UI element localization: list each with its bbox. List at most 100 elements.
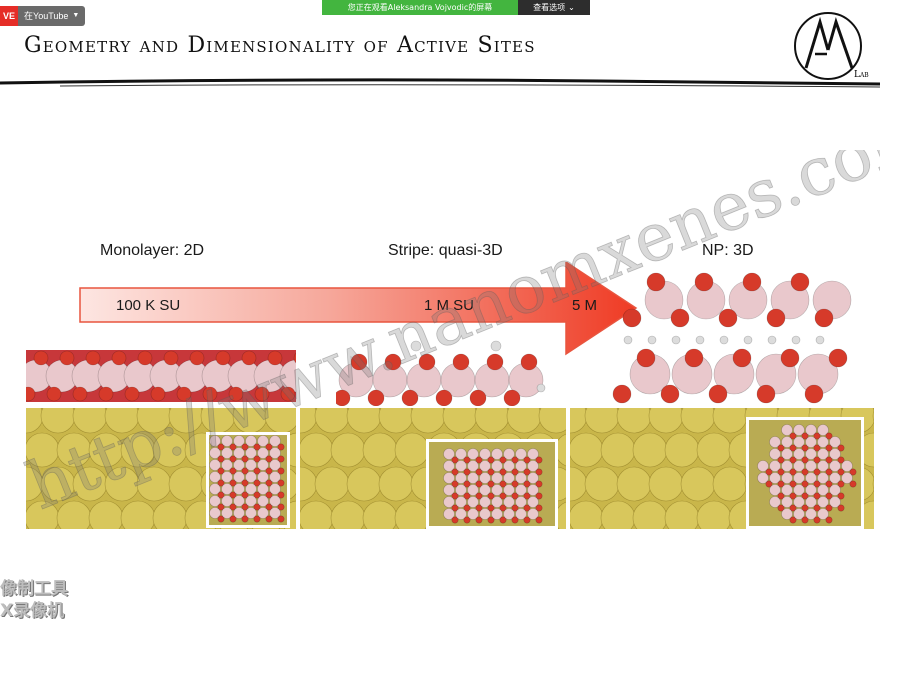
atom (245, 459, 257, 471)
view-options-button[interactable]: 查看选项 ⌄ (518, 0, 590, 15)
slide-title: Geometry and Dimensionality of Active Si… (24, 33, 536, 58)
atom (813, 480, 821, 488)
atom (793, 460, 805, 472)
atom (217, 467, 225, 475)
atom (829, 460, 841, 472)
atom (253, 515, 261, 523)
atom (463, 480, 471, 488)
watch-on-youtube-button[interactable]: 在YouTube ▼ (18, 6, 86, 26)
atom (769, 436, 781, 448)
screen-share-bar: 您正在观看Aleksandra Vojvodic的屏幕 查看选项 ⌄ (322, 0, 590, 15)
atom (648, 466, 684, 502)
stripe-substrate-panel (300, 408, 566, 529)
atom (743, 335, 753, 345)
atom (217, 491, 225, 499)
atom (475, 492, 483, 500)
atom (269, 507, 281, 519)
atom (40, 466, 76, 502)
monolayer-top-view-inset (206, 432, 290, 528)
atom (789, 444, 797, 452)
atom (229, 491, 237, 499)
atom (813, 468, 821, 476)
atom (523, 456, 531, 464)
atom (648, 408, 684, 434)
atom (245, 483, 257, 495)
atom (769, 472, 781, 484)
atom (265, 515, 273, 523)
atom (825, 492, 833, 500)
atom (535, 456, 543, 464)
atom (241, 350, 257, 366)
atom (253, 503, 261, 511)
atom (829, 436, 841, 448)
atom (229, 455, 237, 463)
atom (394, 500, 430, 529)
atom (570, 432, 604, 468)
atom (515, 496, 527, 508)
atom (463, 504, 471, 512)
atom (72, 386, 88, 402)
atom (467, 496, 479, 508)
atom (570, 408, 588, 434)
atom (475, 516, 483, 524)
atom (805, 484, 817, 496)
atom (805, 472, 817, 484)
monolayer-side-view (26, 350, 296, 402)
atom (527, 496, 539, 508)
atom (538, 408, 566, 434)
atom (523, 492, 531, 500)
atom (813, 432, 821, 440)
atom (136, 466, 172, 502)
atom (527, 460, 539, 472)
atom (769, 460, 781, 472)
atom (718, 308, 738, 328)
atom (777, 480, 785, 488)
atom (451, 516, 459, 524)
atom (26, 466, 44, 502)
view-options-label: 查看选项 (533, 3, 566, 12)
nanoparticle-side-view (612, 272, 852, 404)
atom (257, 447, 269, 459)
nanoparticle-substrate-panel (570, 408, 874, 529)
atom (479, 448, 491, 460)
atom (837, 492, 845, 500)
atom (825, 480, 833, 488)
atom (499, 492, 507, 500)
atom (515, 460, 527, 472)
atom (254, 386, 270, 402)
atom (801, 480, 809, 488)
live-badge[interactable]: VE 在YouTube ▼ (0, 6, 86, 26)
atom (253, 479, 261, 487)
atom (527, 508, 539, 520)
atom (26, 408, 44, 434)
atom (769, 496, 781, 508)
atom (277, 491, 285, 499)
atom (257, 459, 269, 471)
atom (600, 432, 636, 468)
atom (245, 435, 257, 447)
atom (829, 484, 841, 496)
atom (228, 386, 244, 402)
atom (314, 466, 350, 502)
atom (757, 472, 769, 484)
atom (277, 443, 285, 451)
atom (623, 335, 633, 345)
atom (241, 467, 249, 475)
atom (124, 386, 140, 402)
atom (209, 507, 221, 519)
atom (829, 448, 841, 460)
atom (503, 472, 515, 484)
atom (829, 472, 841, 484)
arrow-label-5m: 5 M (572, 297, 598, 314)
atom (455, 460, 467, 472)
atom (487, 504, 495, 512)
atom (817, 484, 829, 496)
atom (475, 504, 483, 512)
atom (264, 408, 296, 434)
atom (136, 408, 172, 434)
atom (463, 456, 471, 464)
atom (503, 460, 515, 472)
atom (805, 460, 817, 472)
atom (350, 353, 368, 371)
atom (777, 468, 785, 476)
